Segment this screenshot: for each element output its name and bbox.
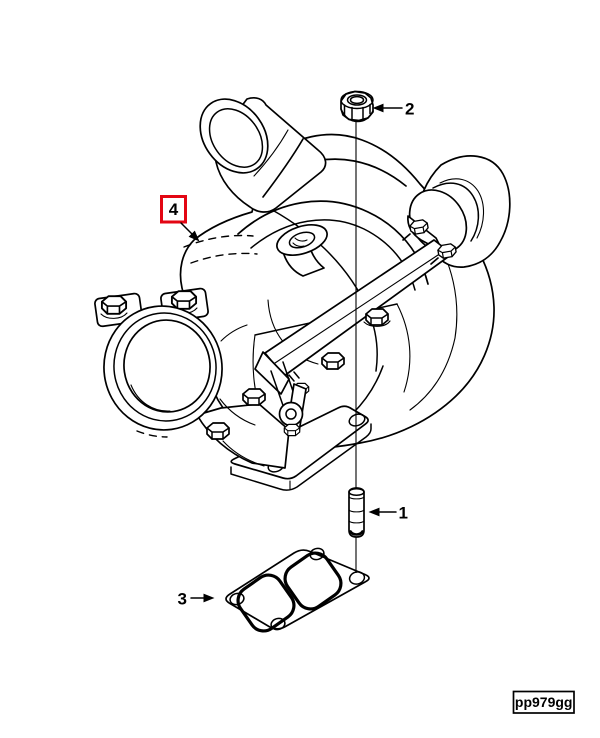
gasket — [225, 547, 370, 633]
callout-2: 2 — [372, 100, 414, 119]
gasket-hole — [348, 571, 366, 585]
gasket-hole — [270, 617, 286, 631]
callout-1-label: 1 — [399, 504, 408, 523]
inlet-flange — [94, 287, 256, 431]
callout-4: 4 — [160, 195, 200, 242]
callout-4-highlight-box — [160, 195, 187, 224]
hex-nut — [340, 90, 374, 123]
gasket-port — [283, 551, 343, 611]
turbocharger-assembly — [94, 96, 511, 491]
actuator-bracket — [254, 215, 458, 415]
housing-foot — [136, 388, 290, 469]
gasket-hole — [229, 592, 245, 606]
wastegate-lever — [278, 371, 310, 437]
gasket-hole — [309, 547, 325, 561]
housing-bolt — [363, 308, 391, 327]
figure-code-label: pp979gg — [515, 694, 573, 710]
callout-2-arrowhead — [372, 103, 384, 113]
threaded-boss — [276, 224, 328, 277]
figure-code: pp979gg — [512, 690, 575, 714]
bracket-nut — [430, 242, 458, 265]
callout-1: 1 — [368, 504, 408, 523]
callout-4-label: 4 — [169, 200, 179, 219]
gasket-port — [236, 573, 296, 633]
callout-4-arrow — [180, 222, 193, 235]
callout-4-arrowhead — [188, 230, 200, 242]
compressor-outlet-pipe — [199, 96, 327, 213]
callout-2-label: 2 — [405, 100, 414, 119]
stud — [348, 487, 365, 538]
housing-bolt — [321, 352, 345, 370]
bracket-nut — [402, 218, 430, 241]
flange-bolt — [100, 295, 128, 319]
callout-3-label: 3 — [178, 590, 187, 609]
callout-1-arrowhead — [368, 507, 380, 517]
callout-3: 3 — [178, 590, 215, 609]
flange-hole — [348, 413, 366, 427]
callout-3-arrowhead — [203, 593, 215, 603]
figure-code-box — [512, 690, 575, 714]
